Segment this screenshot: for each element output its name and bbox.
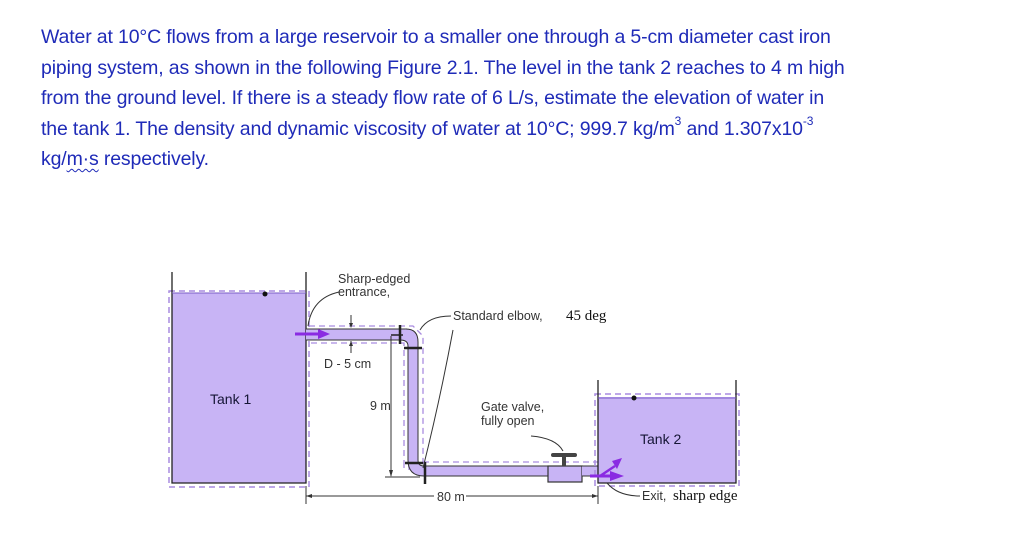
tank2-label: Tank 2	[640, 431, 681, 447]
tank1-water	[172, 293, 306, 483]
exit-label: Exit,	[642, 489, 666, 503]
tank1-dashed-outline	[168, 290, 310, 488]
problem-line-3: from the ground level. If there is a ste…	[41, 87, 825, 109]
tank2-walls	[597, 380, 737, 484]
problem-line-4: the tank 1. The density and dynamic visc…	[41, 114, 1001, 145]
top-pipe	[306, 329, 406, 340]
outflow-arrow-icon	[610, 471, 624, 481]
problem-text: the tank 1. The density and dynamic visc…	[41, 117, 675, 140]
gate-valve	[547, 465, 583, 483]
superscript: -3	[802, 114, 814, 128]
elbow-label: Standard elbow,	[453, 309, 543, 323]
tank2-water	[598, 397, 736, 483]
height-label: 9 m	[370, 399, 391, 413]
tank2-surface-point	[631, 395, 637, 401]
problem-line-1: Water at 10°C flows from a large reservo…	[41, 26, 831, 48]
spellcheck-squiggle-word: m·s	[66, 148, 99, 170]
superscript: 3	[674, 114, 682, 128]
entrance-label-2: entrance,	[338, 285, 390, 299]
length-label: 80 m	[437, 490, 465, 504]
problem-text: kg/	[41, 148, 67, 170]
problem-line-2: piping system, as shown in the following…	[41, 56, 845, 79]
problem-text: and 1.307x10	[681, 117, 803, 140]
diameter-label: D - 5 cm	[324, 357, 371, 371]
problem-line-5: kg/m·s respectively.	[41, 144, 1001, 175]
exit-label-serif: sharp edge	[673, 488, 738, 504]
tank1-walls	[171, 272, 307, 484]
tank1-label: Tank 1	[210, 391, 251, 407]
elbow-label-serif: 45 deg	[566, 308, 607, 324]
valve-handwheel	[551, 453, 577, 457]
problem-statement: Water at 10°C flows from a large reservo…	[41, 22, 1001, 175]
problem-text: respectively.	[98, 148, 209, 170]
tank2-dashed-outline	[594, 393, 740, 487]
valve-label-1: Gate valve,	[481, 400, 544, 414]
inflow-arrow-icon	[318, 329, 330, 339]
tank1-surface-point	[262, 291, 268, 297]
valve-label-2: fully open	[481, 414, 535, 428]
entrance-label-1: Sharp-edged	[338, 272, 410, 286]
